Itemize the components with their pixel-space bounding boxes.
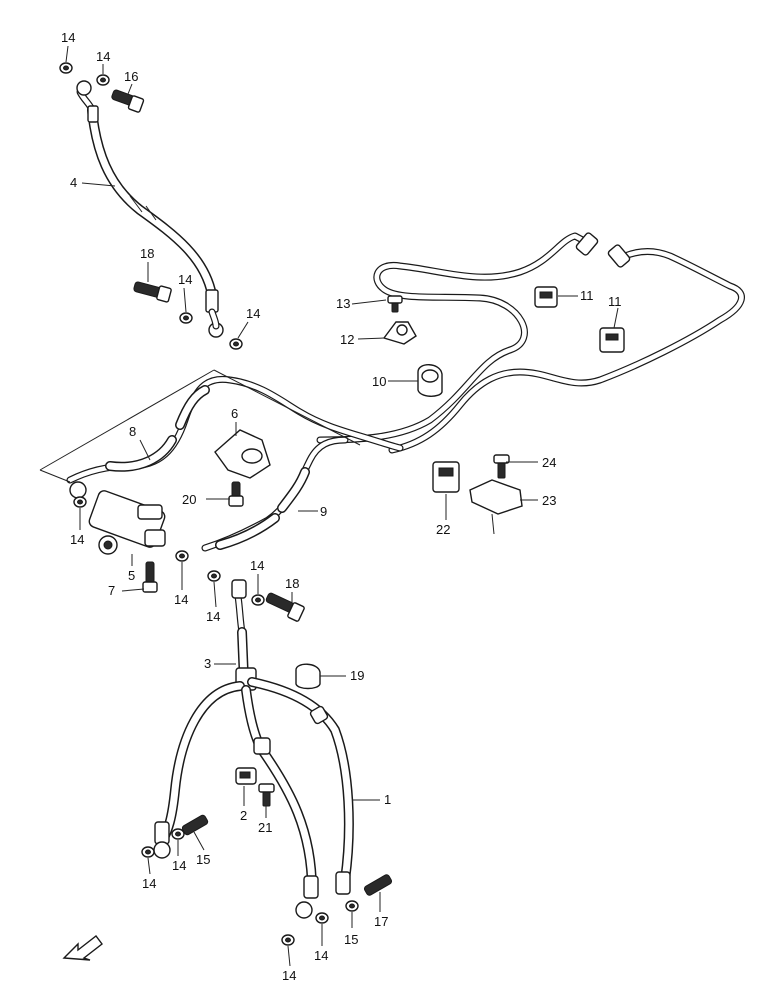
- callout-labels: 14 14 16 4 18 14 14 13 12 11 11 10 6 8 2…: [61, 30, 622, 983]
- callout-11: 11: [580, 288, 594, 303]
- callout-24: 24: [542, 455, 556, 470]
- washer-14-top-b: [96, 74, 110, 86]
- washer-14-j: [171, 828, 185, 840]
- callout-14: 14: [172, 858, 186, 873]
- callout-22: 22: [436, 522, 450, 537]
- washer-14-top-a: [59, 62, 73, 74]
- callout-1: 1: [384, 792, 391, 807]
- callout-14: 14: [246, 306, 260, 321]
- joint-valve-5: [69, 481, 166, 555]
- callout-5: 5: [128, 568, 135, 583]
- callout-15: 15: [344, 932, 358, 947]
- callout-18: 18: [140, 246, 154, 261]
- callout-21: 21: [258, 820, 272, 835]
- callout-2: 2: [240, 808, 247, 823]
- washer-14-k: [315, 912, 329, 924]
- callout-14: 14: [178, 272, 192, 287]
- callout-12: 12: [340, 332, 354, 347]
- leader-lines: [65, 45, 619, 967]
- bolt-24: [493, 454, 510, 479]
- clamp-12: [382, 321, 417, 345]
- washer-15-b: [345, 900, 359, 912]
- callout-14: 14: [250, 558, 264, 573]
- callout-7: 7: [108, 583, 115, 598]
- bolt-7: [142, 561, 158, 593]
- callout-19: 19: [350, 668, 364, 683]
- union-bolt-15-a: [181, 814, 209, 836]
- washer-14-l: [281, 934, 295, 946]
- bracket-23: [469, 479, 523, 535]
- callout-23: 23: [542, 493, 556, 508]
- guide-lines: [39, 369, 361, 483]
- washer-14-g: [207, 570, 221, 582]
- bracket-6: [214, 429, 271, 479]
- washer-14-d: [229, 338, 243, 350]
- washer-14-c: [179, 312, 193, 324]
- callout-4: 4: [70, 175, 77, 190]
- grommet-10: [417, 364, 443, 397]
- callout-11: 11: [608, 294, 622, 309]
- callout-17: 17: [374, 914, 388, 929]
- brake-hose-1: [153, 677, 354, 919]
- callout-10: 10: [372, 374, 386, 389]
- washer-14-e: [73, 496, 87, 508]
- bolt-20: [228, 481, 244, 507]
- callout-20: 20: [182, 492, 196, 507]
- callout-3: 3: [204, 656, 211, 671]
- brake-hose-4: [76, 80, 224, 338]
- brake-pipe-main: [316, 232, 594, 444]
- callout-15: 15: [196, 852, 210, 867]
- callout-14: 14: [174, 592, 188, 607]
- clamp-11-b: [599, 327, 625, 353]
- callout-14: 14: [96, 49, 110, 64]
- union-bolt-17: [363, 874, 393, 896]
- callout-14: 14: [70, 532, 84, 547]
- clamp-22: [432, 461, 460, 493]
- brake-pipe-9: [201, 436, 349, 552]
- bolt-13: [387, 295, 403, 313]
- union-bolt-18-mid: [265, 592, 305, 622]
- washer-14-f: [175, 550, 189, 562]
- callout-14: 14: [206, 609, 220, 624]
- clamp-11-a: [534, 286, 558, 308]
- callout-9: 9: [320, 504, 327, 519]
- callout-14: 14: [61, 30, 75, 45]
- clamp-19: [295, 663, 321, 690]
- washer-14-h: [251, 594, 265, 606]
- callout-6: 6: [231, 406, 238, 421]
- washer-14-i: [141, 846, 155, 858]
- callout-18: 18: [285, 576, 299, 591]
- brake-pipe-8: [66, 375, 404, 484]
- brake-hose-3: [231, 579, 257, 691]
- callout-16: 16: [124, 69, 138, 84]
- callout-14: 14: [314, 948, 328, 963]
- callout-14: 14: [282, 968, 296, 983]
- front-arrow-icon: [62, 935, 103, 961]
- clamp-2: [235, 767, 257, 785]
- union-bolt-16: [111, 89, 145, 113]
- callout-14: 14: [142, 876, 156, 891]
- bolt-21: [258, 783, 275, 807]
- callout-13: 13: [336, 296, 350, 311]
- union-bolt-18-top: [133, 281, 172, 303]
- callout-8: 8: [129, 424, 136, 439]
- brake-pipe-rear: [388, 232, 745, 454]
